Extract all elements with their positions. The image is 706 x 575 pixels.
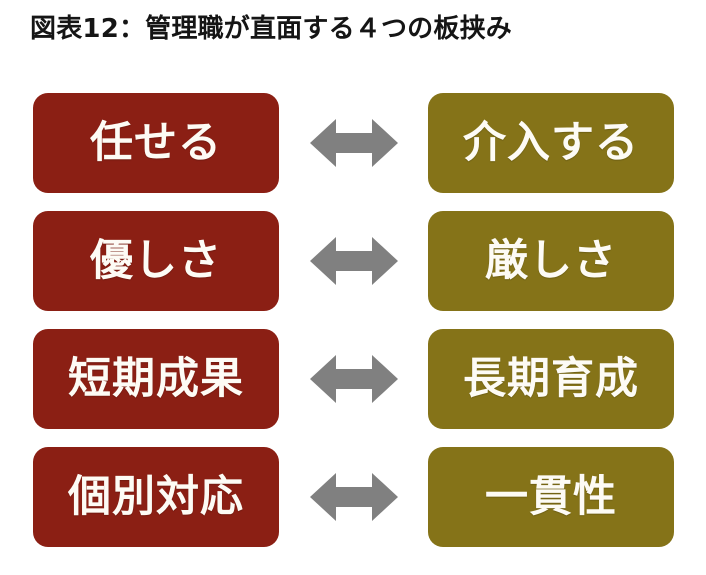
double-arrow-icon (310, 118, 398, 168)
right-concept-label: 介入する (463, 117, 639, 168)
right-concept-label: 一貫性 (485, 471, 617, 522)
pair-row: 個別対応 一貫性 (0, 447, 706, 547)
pair-row: 優しさ 厳しさ (0, 211, 706, 311)
double-arrow-icon (310, 354, 398, 404)
left-concept-label: 任せる (90, 117, 222, 168)
right-concept-box[interactable]: 厳しさ (428, 211, 674, 311)
left-concept-box[interactable]: 個別対応 (33, 447, 279, 547)
left-concept-box[interactable]: 短期成果 (33, 329, 279, 429)
left-concept-label: 個別対応 (68, 471, 244, 522)
double-arrow-icon (310, 472, 398, 522)
right-concept-label: 厳しさ (485, 235, 617, 286)
left-concept-box[interactable]: 任せる (33, 93, 279, 193)
right-concept-label: 長期育成 (463, 353, 639, 404)
pair-row: 短期成果 長期育成 (0, 329, 706, 429)
left-concept-label: 短期成果 (68, 353, 244, 404)
double-arrow-icon (310, 236, 398, 286)
left-concept-box[interactable]: 優しさ (33, 211, 279, 311)
right-concept-box[interactable]: 介入する (428, 93, 674, 193)
page-title: 図表12：管理職が直面する４つの板挟み (30, 14, 512, 44)
right-concept-box[interactable]: 一貫性 (428, 447, 674, 547)
left-concept-label: 優しさ (90, 235, 222, 286)
diagram-rows: 任せる 介入する 優しさ 厳しさ 短期成果 (0, 93, 706, 547)
pair-row: 任せる 介入する (0, 93, 706, 193)
right-concept-box[interactable]: 長期育成 (428, 329, 674, 429)
